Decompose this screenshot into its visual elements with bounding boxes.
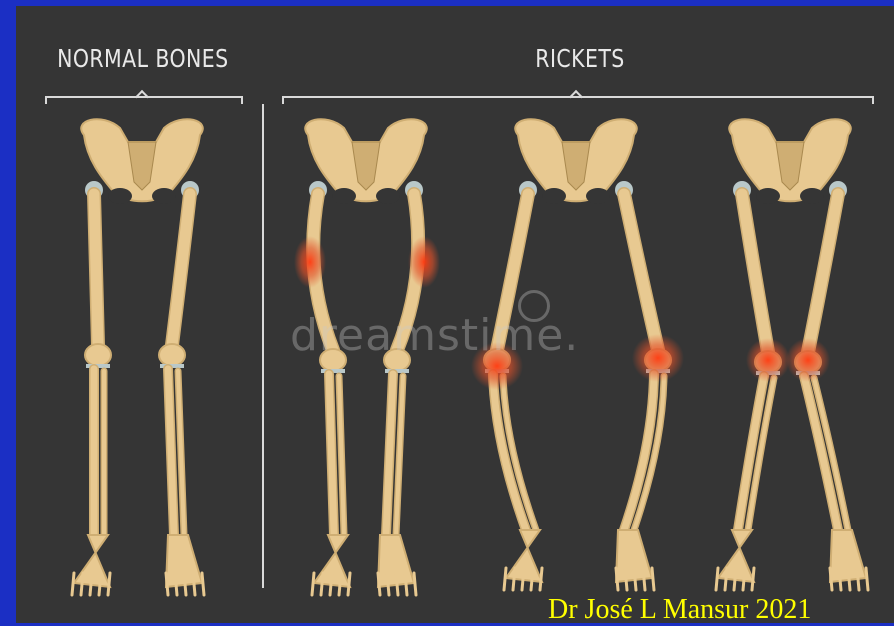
obturator-left — [108, 188, 132, 204]
toe — [387, 573, 389, 595]
toe — [643, 568, 645, 590]
toe — [752, 568, 754, 590]
toe — [716, 568, 718, 590]
toe — [830, 568, 832, 590]
tibia — [329, 374, 334, 535]
toe — [625, 568, 627, 590]
toe — [348, 573, 350, 595]
toe — [202, 573, 204, 595]
toe — [99, 573, 101, 595]
knee-joint — [159, 344, 185, 366]
toe — [166, 573, 168, 595]
toe — [396, 573, 398, 595]
toe — [857, 568, 859, 590]
obturator-left — [542, 188, 566, 204]
toe — [848, 568, 850, 590]
toe — [743, 568, 745, 590]
toe — [330, 573, 332, 595]
toe — [616, 568, 618, 590]
toe — [504, 568, 506, 590]
inflammation-glow — [786, 338, 830, 382]
toe — [312, 573, 314, 595]
obturator-right — [152, 188, 176, 204]
author-credit: Dr José L Mansur 2021 — [548, 594, 811, 626]
toe — [725, 568, 727, 590]
obturator-left — [756, 188, 780, 204]
toe — [652, 568, 654, 590]
toe — [839, 568, 841, 590]
inflammation-glow — [632, 334, 684, 382]
femur — [808, 194, 838, 352]
obturator-right — [586, 188, 610, 204]
femur — [94, 194, 98, 345]
toe — [414, 573, 416, 595]
inflammation-glow — [294, 236, 326, 288]
toe — [184, 573, 186, 595]
toe — [405, 573, 407, 595]
toe — [175, 573, 177, 595]
toe — [193, 573, 195, 595]
femur — [624, 194, 658, 350]
toe — [81, 573, 83, 595]
knee-joint — [85, 344, 111, 366]
obturator-left — [332, 188, 356, 204]
toe — [321, 573, 323, 595]
toe — [378, 573, 380, 595]
toe — [90, 573, 92, 595]
toe — [540, 568, 542, 590]
inflammation-glow — [408, 236, 440, 288]
obturator-right — [800, 188, 824, 204]
toe — [72, 573, 74, 595]
tibia — [493, 374, 526, 530]
inflammation-glow — [746, 338, 790, 382]
toe — [108, 573, 110, 595]
femur — [742, 194, 768, 352]
toe — [634, 568, 636, 590]
toe — [522, 568, 524, 590]
toe — [531, 568, 533, 590]
watermark-text: dreamstime. — [290, 310, 579, 361]
toe — [866, 568, 868, 590]
normal-skeleton — [72, 119, 204, 595]
toe — [339, 573, 341, 595]
toe — [734, 568, 736, 590]
toe — [513, 568, 515, 590]
obturator-right — [376, 188, 400, 204]
